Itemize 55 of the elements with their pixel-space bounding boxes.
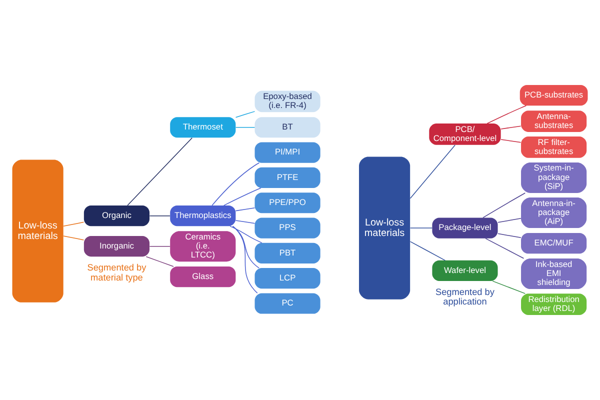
connector [232,226,260,268]
connector [235,111,256,118]
node-box: PBT [254,242,320,264]
connector [482,192,526,218]
node-box: PC [254,293,320,314]
connector [235,126,256,128]
node-box: EMC/MUF [521,232,587,254]
node-box: PCB-substrates [520,85,588,106]
connector [500,139,522,143]
node-box: PCB/ Component-level [429,124,501,145]
connector [498,218,522,223]
label: Segmented by material type [87,262,146,282]
connector [498,233,522,238]
connector [127,137,192,206]
connector [146,256,174,267]
node-box: LCP [254,268,320,289]
connector [485,238,524,259]
connector [235,220,256,224]
connector [232,226,258,294]
connector [410,144,456,199]
connector [149,215,170,216]
node-box: Low-loss materials [12,160,64,302]
node-box: Organic [84,206,150,226]
node-box: BT [254,117,320,138]
connector [235,207,256,212]
connector [149,246,170,247]
node-box: PPE/PPO [254,192,320,214]
node-box: PTFE [254,167,320,188]
node-box: Redistribution layer (RDL) [521,294,587,315]
node-box: Antenna- substrates [521,110,587,132]
connector [63,236,84,240]
connector [230,226,262,244]
node-box: Wafer-level [432,260,498,282]
connector [486,105,527,124]
node-box: PPS [254,218,320,238]
connector [492,280,526,294]
node-box: Package-level [432,218,498,238]
node-box: PI/MPI [254,142,320,163]
connector [212,162,260,206]
node-box: Low-loss materials [359,156,410,300]
connector [410,241,446,261]
node-box: Thermoset [170,117,236,138]
node-box: Thermoplastics [170,206,236,226]
node-box: Epoxy-based (i.e. FR-4) [254,90,320,112]
connector [223,188,262,206]
node-box: Antenna-in- package (AiP) [521,198,587,228]
connector [63,222,84,227]
node-box: Glass [170,266,236,288]
node-box: System-in- package (SiP) [521,162,587,193]
connector [500,126,522,130]
node-box: Ink-based EMI shielding [521,258,587,290]
node-box: Ceramics (i.e. LTCC) [170,231,236,262]
node-box: RF filter- substrates [521,136,587,158]
label: Segmented by application [436,286,494,307]
node-box: Inorganic [84,236,150,257]
